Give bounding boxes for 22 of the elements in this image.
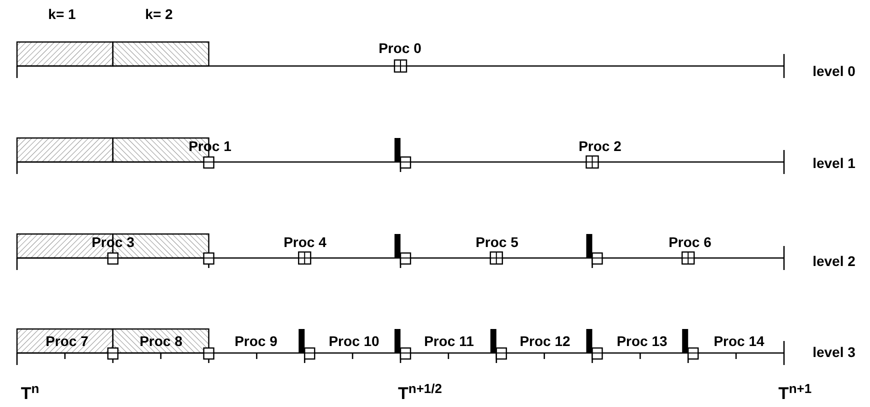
process-label: Proc 10 bbox=[328, 334, 380, 348]
process-label: Proc 0 bbox=[378, 41, 422, 55]
level-label: level 3 bbox=[812, 345, 856, 359]
step-label: k= 1 bbox=[48, 7, 76, 21]
time-label: T$^{n}$ bbox=[20, 382, 40, 402]
process-label: Proc 8 bbox=[140, 334, 182, 348]
process-label: Proc 11 bbox=[424, 334, 474, 348]
process-label: Proc 5 bbox=[476, 235, 518, 249]
level-label: level 2 bbox=[812, 254, 856, 268]
process-label: Proc 9 bbox=[234, 334, 278, 348]
process-label: Proc 2 bbox=[578, 139, 622, 153]
step-label: k= 2 bbox=[145, 7, 173, 21]
process-label: Proc 6 bbox=[668, 235, 712, 249]
process-label: Proc 7 bbox=[46, 334, 88, 348]
level-label: level 0 bbox=[812, 64, 856, 78]
time-label: T$^{n+1/2}$ bbox=[398, 382, 442, 402]
time-label: T$^{n+1}$ bbox=[778, 382, 812, 402]
process-label: Proc 4 bbox=[284, 235, 326, 249]
process-label: Proc 13 bbox=[616, 334, 668, 348]
process-label: Proc 12 bbox=[520, 334, 570, 348]
level-label: level 1 bbox=[812, 156, 856, 170]
process-label: Proc 14 bbox=[714, 334, 764, 348]
